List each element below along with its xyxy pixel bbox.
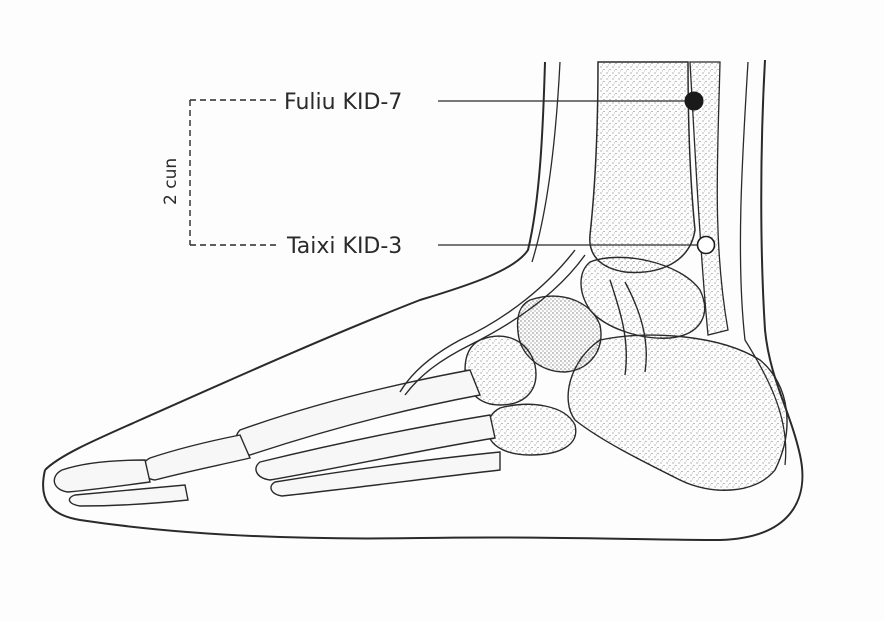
measurement-label: 2 cun bbox=[161, 158, 181, 205]
metatarsals bbox=[236, 370, 500, 496]
fuliu-point-marker bbox=[685, 92, 703, 110]
tibia bbox=[590, 62, 695, 272]
proximal-phalanx bbox=[142, 435, 250, 480]
taixi-point-marker bbox=[698, 237, 715, 254]
fuliu-label: Fuliu KID-7 bbox=[284, 90, 402, 115]
measurement-bracket bbox=[190, 100, 276, 245]
cuboid bbox=[488, 404, 576, 455]
inner-skin-contour bbox=[532, 62, 560, 262]
tarsal-bones bbox=[465, 257, 787, 490]
taixi-label: Taixi KID-3 bbox=[286, 234, 402, 259]
leg-front-outline bbox=[45, 62, 545, 470]
calcaneus bbox=[568, 335, 787, 490]
distal-phalanx bbox=[54, 460, 150, 492]
